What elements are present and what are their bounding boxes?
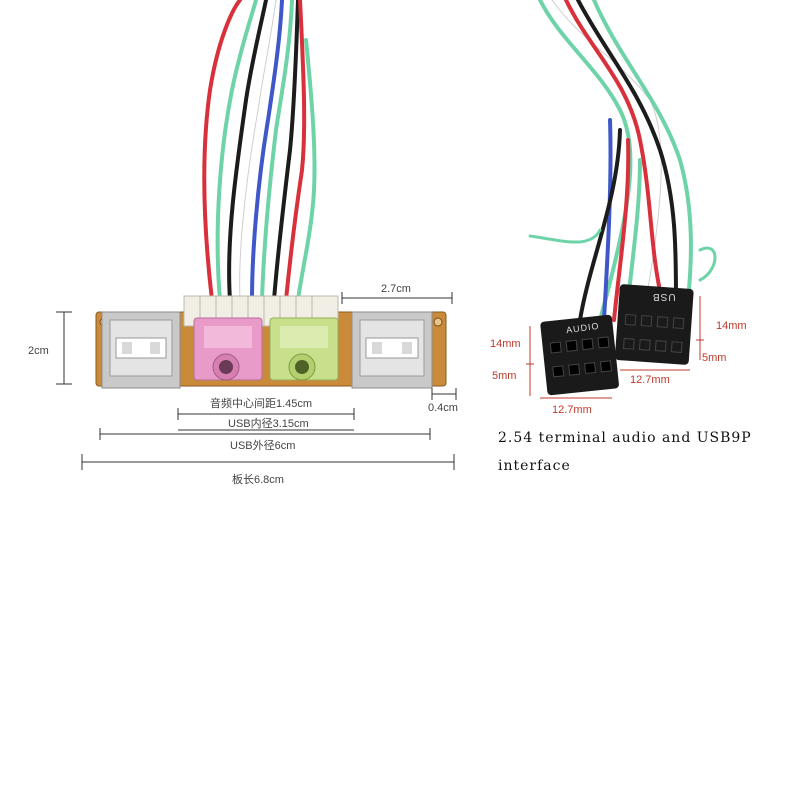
usb-header: [614, 284, 694, 365]
board-wire-bundle: [202, 0, 317, 303]
pcb-board: [95, 295, 447, 389]
left-header-5mm: 5mm: [492, 370, 517, 382]
left-header-14mm: 14mm: [490, 338, 521, 350]
left-header-12-7mm: 12.7mm: [552, 404, 592, 416]
label-width-2-7cm: 2.7cm: [381, 283, 411, 295]
right-header-5mm: 5mm: [702, 352, 727, 364]
label-audio-spacing: 音频中心间距1.45cm: [210, 398, 313, 410]
label-edge-0-4cm: 0.4cm: [428, 402, 458, 414]
audio-header: [540, 314, 619, 396]
dimension-lines: [56, 292, 457, 470]
label-height-2cm: 2cm: [28, 345, 49, 357]
right-header-14mm: 14mm: [716, 320, 747, 332]
label-usb-inner: USB内径3.15cm: [228, 418, 309, 430]
usb-header-text: USB: [652, 291, 676, 302]
audio-jack-green: [269, 317, 339, 381]
right-header-12-7mm: 12.7mm: [630, 374, 670, 386]
label-usb-outer: USB外径6cm: [230, 440, 296, 452]
label-board-length: 板长6.8cm: [232, 474, 284, 486]
audio-jack-pink: [193, 317, 263, 381]
caption-line-1: 2.54 terminal audio and USB9P: [498, 430, 752, 446]
caption-line-2: interface: [498, 458, 571, 474]
header-dimension-lines: [526, 296, 704, 399]
usb-port-right: [351, 311, 433, 389]
header-wire-bundle: [528, 0, 717, 322]
usb-port-left: [101, 311, 181, 389]
